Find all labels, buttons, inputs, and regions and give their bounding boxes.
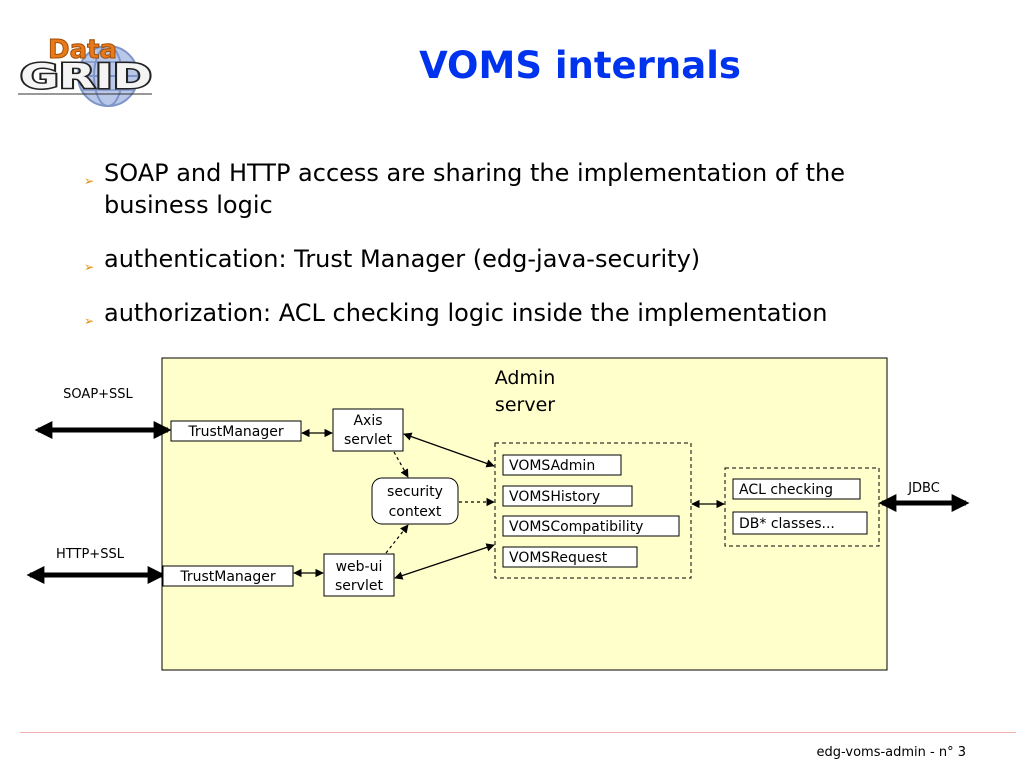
persistence-group [724,467,880,547]
bullet-text-line: business logic [104,191,273,219]
webui-servlet-label-line2: servlet [335,578,383,594]
axis-voms-arrow [403,432,495,468]
security-context-label-line2: context [389,504,442,520]
soap-ssl-label: SOAP+SSL [63,387,133,402]
axis-servlet-label-line1: Axis [353,413,382,429]
footer-text: edg-voms-admin - n° 3 [816,745,966,760]
voms-module-label: VOMSHistory [509,489,600,505]
bullet-text-line: authentication: Trust Manager (edg-java-… [104,245,701,273]
voms-module-box [502,515,680,537]
logo-top-text: Data [48,35,117,65]
voms-module-label: VOMSCompatibility [509,519,643,535]
voms-module-box [502,546,638,568]
datagrid-logo: Data GRID [18,35,154,107]
voms-module-box [502,454,622,476]
trustmanager-top-box [170,420,302,442]
axis-servlet-box [332,408,404,452]
security-context-label-line1: security [387,484,443,500]
bullet-arrow-icon: ➢ [84,260,95,274]
acl-checking-label: ACL checking [739,482,833,498]
voms-module-box [502,485,633,507]
voms-module-label: VOMSRequest [509,550,608,566]
bullet-text-line: authorization: ACL checking logic inside… [104,299,828,327]
webui-servlet-box [323,553,395,597]
page-title: VOMS internals [419,44,741,87]
webui-voms-arrow [394,543,495,580]
security-context-box [371,477,459,525]
webui-servlet-label-line1: web-ui [336,559,383,575]
bullet-arrow-icon: ➢ [84,174,95,188]
db-classes-box [732,511,868,535]
admin-server-label-line2: server [495,394,555,416]
bullet-text-line: SOAP and HTTP access are sharing the imp… [104,159,845,187]
architecture-diagram: Admin server SOAP+SSL HTTP+SSL JDBC Trus… [26,357,970,671]
acl-checking-box [732,478,861,500]
logo-bottom-text: GRID [20,57,152,97]
voms-module-label: VOMSAdmin [509,458,595,474]
trustmanager-bottom-box [162,565,294,587]
axis-security-arrow [393,451,409,478]
trustmanager-bottom-label: TrustManager [179,569,276,585]
bullet-arrow-icon: ➢ [84,314,95,328]
footer-divider [20,732,1016,733]
axis-servlet-label-line2: servlet [344,432,392,448]
jdbc-label: JDBC [907,481,940,496]
http-ssl-label: HTTP+SSL [56,547,125,562]
trustmanager-top-label: TrustManager [187,424,284,440]
voms-modules-group [494,442,692,579]
db-classes-label: DB* classes... [739,516,835,532]
admin-server-label-line1: Admin [495,367,556,389]
